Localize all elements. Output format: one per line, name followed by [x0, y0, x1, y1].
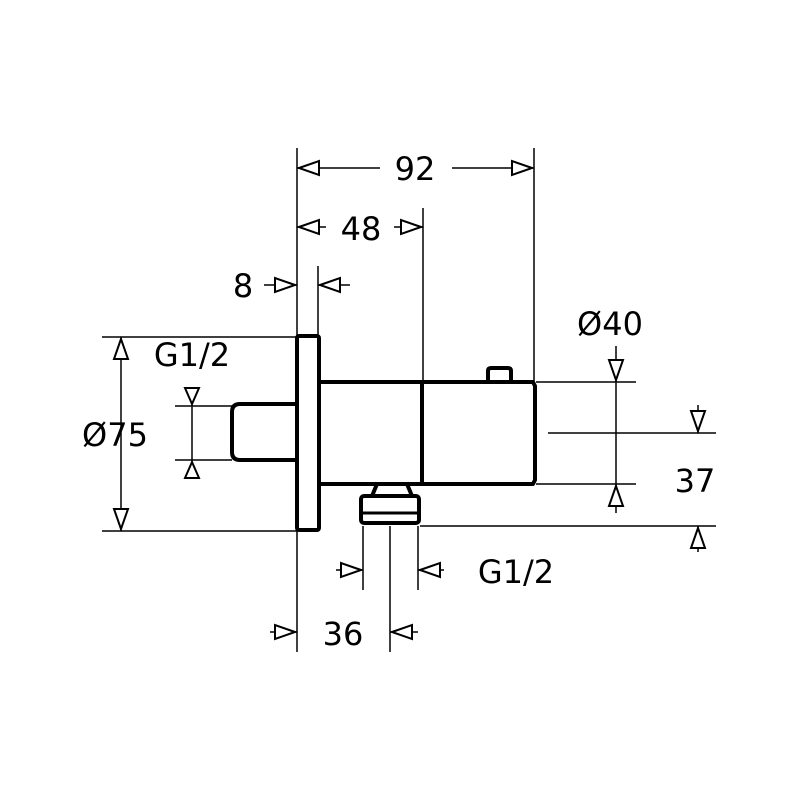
dimension-lines: [120, 167, 699, 633]
valve-cap: [422, 380, 537, 486]
rear-stub: [230, 402, 297, 462]
dim-label-75: Ø75: [82, 416, 148, 454]
dim-label-36: 36: [323, 615, 364, 653]
arrow-outlet-thread-left: [340, 561, 365, 579]
dim-label-rear-thread: G1/2: [154, 336, 230, 374]
arrow-8-left: [274, 276, 299, 294]
arrow-37-top: [689, 410, 707, 435]
dimension-labels: 92 48 8 Ø40 Ø75 G1/2 G1/2 36 37: [82, 150, 715, 653]
arrow-92-left: [295, 159, 320, 177]
valve-outline: [230, 334, 537, 532]
dim-label-48: 48: [341, 210, 382, 248]
arrow-rear-thread-top: [183, 387, 201, 407]
arrow-75-bottom: [112, 508, 130, 533]
dim-label-outlet-thread: G1/2: [478, 553, 554, 591]
outlet-nut: [359, 494, 421, 525]
arrow-8-right: [316, 276, 341, 294]
top-button: [486, 366, 513, 382]
extension-lines: [102, 148, 716, 652]
dim-label-8: 8: [233, 267, 253, 305]
arrow-40-top: [607, 359, 625, 384]
valve-body: [319, 380, 424, 486]
dim-label-92: 92: [395, 150, 436, 188]
wall-flange: [295, 334, 321, 532]
arrow-37-bottom: [689, 524, 707, 549]
arrow-36-left: [274, 623, 299, 641]
dim-label-40: Ø40: [577, 305, 643, 343]
arrow-75-top: [112, 335, 130, 360]
arrowheads: [112, 159, 707, 641]
arrow-40-bottom: [607, 482, 625, 507]
arrow-outlet-thread-right: [416, 561, 441, 579]
arrow-36-right: [388, 623, 413, 641]
dim-label-37: 37: [675, 462, 716, 500]
arrow-92-right: [511, 159, 536, 177]
arrow-rear-thread-bottom: [183, 459, 201, 479]
arrow-48-left: [295, 218, 320, 236]
arrow-48-right: [400, 218, 425, 236]
